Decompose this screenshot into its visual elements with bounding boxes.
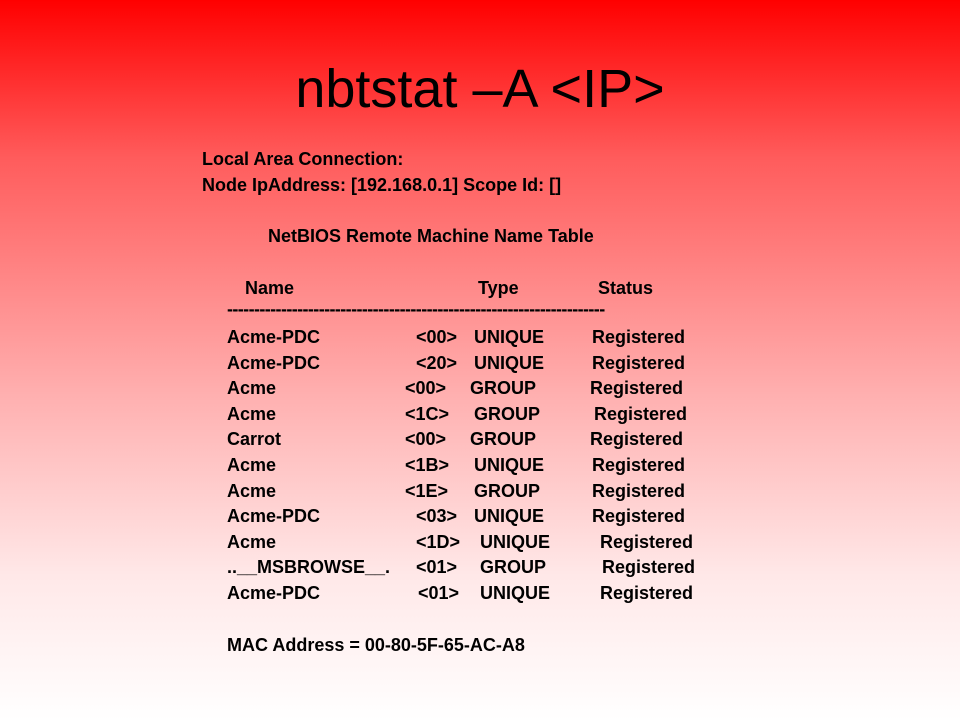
row-status: Registered bbox=[590, 378, 684, 398]
row-code: <20> bbox=[416, 353, 458, 373]
row-code: <1E> bbox=[405, 481, 449, 501]
row-code: <00> bbox=[405, 378, 447, 398]
row-type: UNIQUE bbox=[480, 532, 551, 552]
mac-address: MAC Address = 00-80-5F-65-AC-A8 bbox=[227, 635, 525, 655]
row-code: <1D> bbox=[416, 532, 461, 552]
row-type: UNIQUE bbox=[474, 506, 545, 526]
row-name: Acme-PDC bbox=[227, 506, 321, 526]
row-status: Registered bbox=[600, 532, 694, 552]
row-status: Registered bbox=[592, 455, 686, 475]
row-name: Acme bbox=[227, 378, 277, 398]
row-name: Acme bbox=[227, 455, 277, 475]
connection-label: Local Area Connection: bbox=[202, 149, 404, 169]
row-code: <01> bbox=[418, 583, 460, 603]
row-name: Acme-PDC bbox=[227, 327, 321, 347]
table-title: NetBIOS Remote Machine Name Table bbox=[268, 226, 594, 246]
row-name: Acme bbox=[227, 532, 277, 552]
row-status: Registered bbox=[594, 404, 688, 424]
row-status: Registered bbox=[602, 557, 696, 577]
column-header-status: Status bbox=[598, 278, 654, 298]
table-separator: ----------------------------------------… bbox=[227, 299, 605, 319]
row-status: Registered bbox=[590, 429, 684, 449]
row-name: Acme bbox=[227, 481, 277, 501]
column-header-name: Name bbox=[245, 278, 295, 298]
row-code: <00> bbox=[416, 327, 458, 347]
row-type: GROUP bbox=[470, 378, 537, 398]
row-status: Registered bbox=[592, 327, 686, 347]
row-type: UNIQUE bbox=[474, 455, 545, 475]
slide-title: nbtstat –A <IP> bbox=[295, 59, 665, 119]
row-code: <03> bbox=[416, 506, 458, 526]
row-status: Registered bbox=[592, 506, 686, 526]
row-type: UNIQUE bbox=[480, 583, 551, 603]
row-type: GROUP bbox=[480, 557, 547, 577]
row-name: Carrot bbox=[227, 429, 282, 449]
row-code: <01> bbox=[416, 557, 458, 577]
row-type: UNIQUE bbox=[474, 353, 545, 373]
column-header-type: Type bbox=[478, 278, 519, 298]
row-type: GROUP bbox=[470, 429, 537, 449]
row-status: Registered bbox=[592, 481, 686, 501]
row-code: <1C> bbox=[405, 404, 450, 424]
node-address-line: Node IpAddress: [192.168.0.1] Scope Id: … bbox=[202, 175, 562, 195]
row-name: Acme-PDC bbox=[227, 353, 321, 373]
row-name: Acme bbox=[227, 404, 277, 424]
row-code: <1B> bbox=[405, 455, 450, 475]
row-status: Registered bbox=[592, 353, 686, 373]
row-type: GROUP bbox=[474, 481, 541, 501]
row-name: ..__MSBROWSE__. bbox=[227, 557, 391, 577]
row-type: UNIQUE bbox=[474, 327, 545, 347]
row-type: GROUP bbox=[474, 404, 541, 424]
row-status: Registered bbox=[600, 583, 694, 603]
row-code: <00> bbox=[405, 429, 447, 449]
row-name: Acme-PDC bbox=[227, 583, 321, 603]
